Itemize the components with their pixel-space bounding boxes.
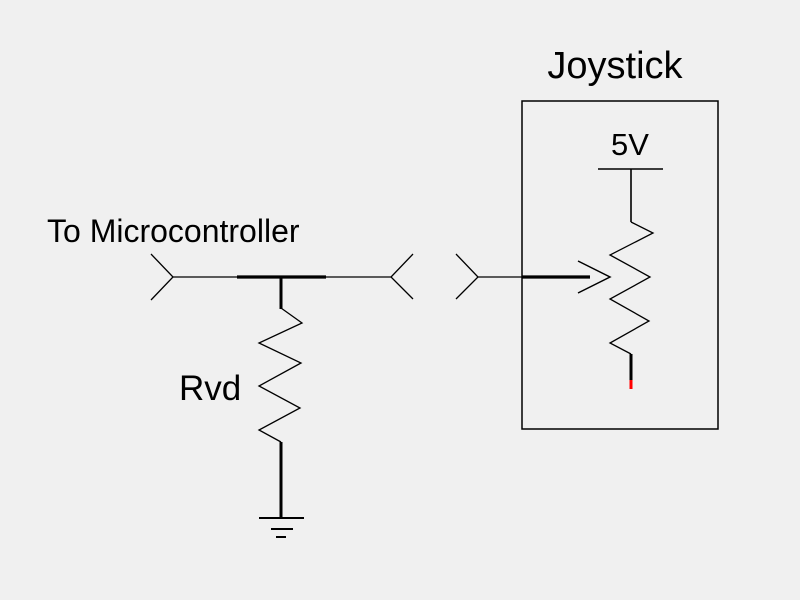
joystick-title: Joystick	[547, 45, 683, 87]
potentiometer-zigzag	[608, 221, 655, 355]
rvd-label: Rvd	[179, 369, 241, 408]
wiper-arrowhead-icon	[577, 260, 612, 294]
connector-chevron-joystick-side-icon	[455, 253, 479, 300]
net-label: To Microcontroller	[47, 213, 300, 249]
supply-5v-label: 5V	[611, 127, 649, 162]
rvd-resistor-zigzag	[257, 307, 304, 443]
joystick-enclosure-box	[521, 100, 719, 430]
ground-symbol-icon	[259, 517, 304, 538]
